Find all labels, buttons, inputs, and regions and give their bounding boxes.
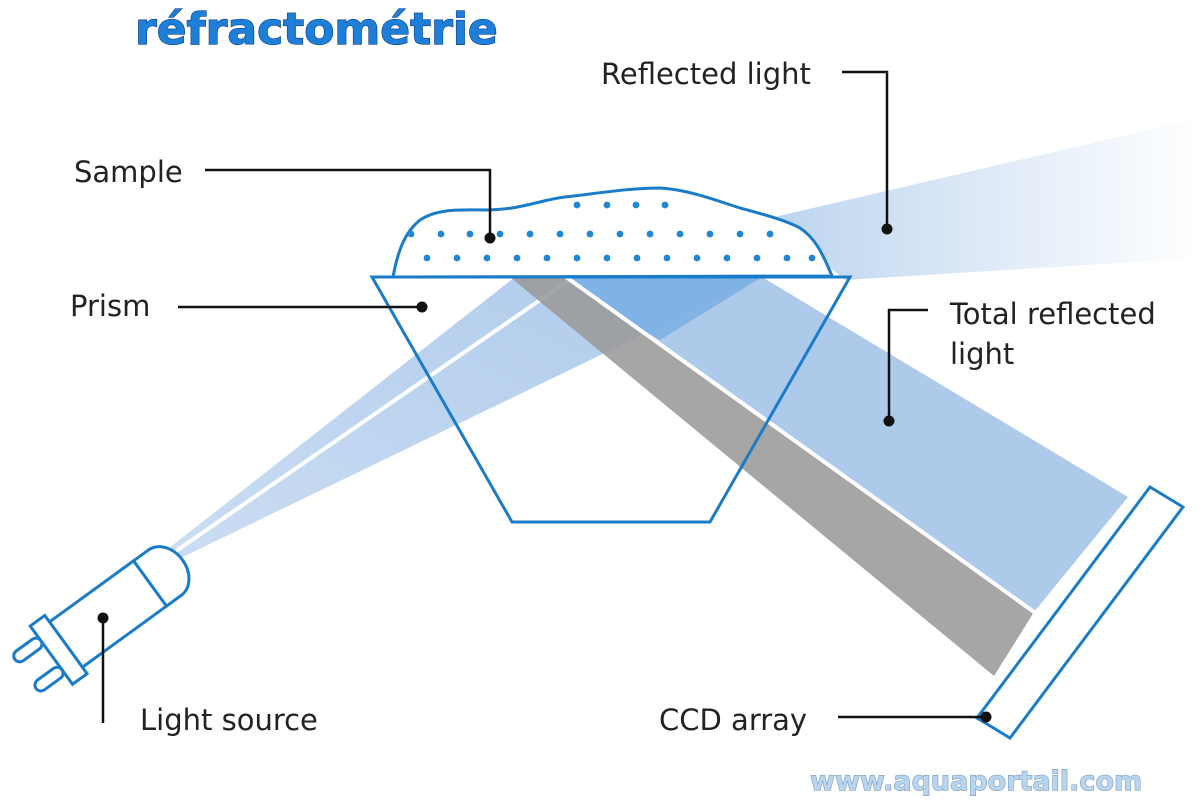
label-light-source: Light source (140, 703, 318, 737)
label-total-reflected-line1: Total reflected (949, 297, 1156, 331)
label-reflected-light: Reflected light (601, 57, 811, 91)
shadow-beam-edge (564, 275, 1036, 614)
site-watermark: www.aquaportail.com (810, 766, 1142, 797)
shadow-beam (510, 277, 1034, 676)
label-prism: Prism (70, 289, 150, 323)
leader-reflected-light (842, 70, 889, 229)
leader-total-reflected (887, 308, 928, 421)
label-total-reflected-line2: light (950, 337, 1014, 371)
sample-dots (407, 201, 816, 262)
beam-overlap-zone (566, 277, 762, 340)
light-source-icon (12, 545, 191, 693)
diagram-title: réfractométrie (135, 4, 498, 55)
label-ccd-array: CCD array (659, 703, 807, 737)
leader-lines (101, 70, 986, 723)
incident-beam-gap (161, 276, 574, 562)
leader-dots (97, 223, 992, 723)
label-sample: Sample (74, 155, 183, 189)
ccd-array (974, 485, 1186, 740)
sample-blob (391, 186, 835, 279)
leader-sample (205, 168, 492, 238)
prism-outline (369, 275, 853, 524)
total-reflected-light-beam (566, 277, 1128, 612)
reflected-light-beam (770, 118, 1200, 280)
